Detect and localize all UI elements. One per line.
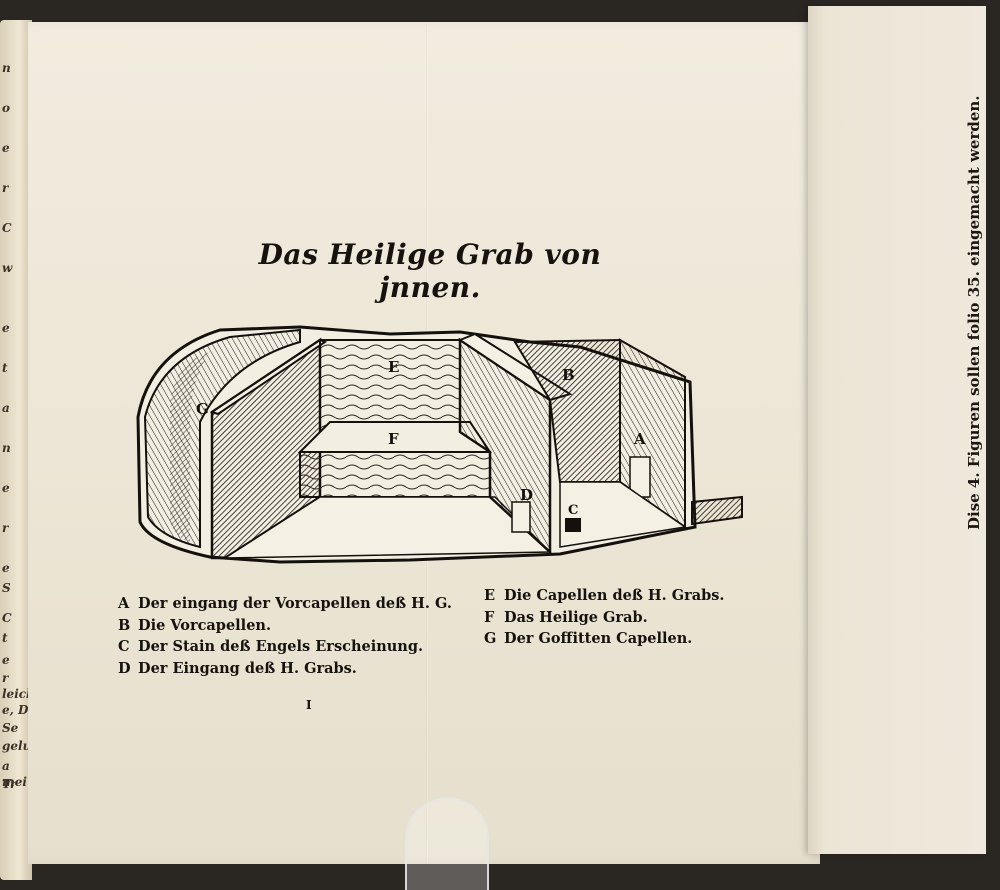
- left-margin-text: leiche: [2, 687, 32, 701]
- figure-label-c: C: [568, 503, 578, 518]
- legend-item: F Das Heilige Grab.: [484, 607, 784, 629]
- left-margin-text: Se: [2, 721, 19, 735]
- signature-mark: I: [306, 698, 312, 712]
- figure-label-f: F: [388, 430, 399, 448]
- left-page-edge: n o e r C w e t a n e r e S C t e r leic…: [0, 20, 32, 880]
- legend-text: Das Heilige Grab.: [504, 608, 648, 626]
- left-margin-text: gelucht: [2, 739, 32, 753]
- legend-letter: F: [484, 608, 495, 626]
- left-margin-text: n: [2, 441, 11, 455]
- legend-letter: G: [484, 630, 497, 647]
- left-margin-text: n: [2, 61, 11, 75]
- legend-left: A Der eingang der Vorcapellen deß H. G. B…: [118, 593, 478, 679]
- left-margin-text: e: [2, 141, 10, 155]
- flap-note-text: Dise 4. Figuren sollen folio 35. eingema…: [965, 95, 983, 530]
- left-margin-text: Tr: [2, 777, 17, 791]
- legend-text: Die Vorcapellen.: [138, 616, 272, 634]
- legend-right: E Die Capellen deß H. Grabs. F Das Heilige…: [484, 585, 784, 650]
- legend-text: Der eingang der Vorcapellen deß H. G.: [138, 595, 452, 612]
- left-margin-text: o: [2, 101, 11, 115]
- legend-item: E Die Capellen deß H. Grabs.: [484, 585, 784, 607]
- figure-label-g: G: [196, 400, 209, 418]
- left-margin-text: C: [2, 611, 12, 625]
- figure-label-b: B: [562, 366, 575, 384]
- legend-item: G Der Goffitten Capellen.: [484, 628, 784, 650]
- legend-item: A Der eingang der Vorcapellen deß H. G.: [118, 593, 478, 615]
- legend-letter: B: [118, 616, 131, 634]
- left-margin-text: a mei: [2, 759, 27, 789]
- left-margin-text: t: [2, 361, 8, 375]
- figure-label-a: A: [633, 430, 646, 448]
- figure-label-e: E: [388, 358, 399, 376]
- legend-letter: E: [484, 587, 496, 604]
- flap-note: Dise 4. Figuren sollen folio 35. eingema…: [945, 95, 983, 532]
- legend-letter: A: [118, 595, 130, 612]
- legend-text: Die Capellen deß H. Grabs.: [504, 587, 725, 604]
- page-title: Das Heilige Grab von jnnen.: [258, 238, 602, 304]
- left-margin-text: r: [2, 671, 9, 685]
- folded-flap: [808, 6, 986, 854]
- left-margin-text: C: [2, 221, 12, 235]
- legend-letter: D: [118, 659, 131, 677]
- holy-sepulchre-woodcut: G E F B A D C: [136, 325, 743, 564]
- left-margin-text: e: [2, 653, 10, 667]
- left-margin-text: a: [2, 401, 10, 415]
- left-margin-text: S: [2, 581, 11, 595]
- legend-text: Der Stain deß Engels Erscheinung.: [138, 638, 424, 655]
- left-margin-text: w: [2, 261, 13, 275]
- left-margin-text: r: [2, 181, 9, 195]
- legend-item: B Die Vorcapellen.: [118, 615, 478, 637]
- left-margin-text: e: [2, 481, 10, 495]
- left-margin-text: r: [2, 521, 9, 535]
- figure-label-d: D: [520, 486, 533, 504]
- left-margin-text: e, D: [2, 703, 29, 717]
- left-margin-text: t: [2, 631, 8, 645]
- left-margin-text: e: [2, 321, 10, 335]
- legend-item: C Der Stain deß Engels Erscheinung.: [118, 636, 478, 658]
- legend-text: Der Eingang deß H. Grabs.: [138, 659, 357, 677]
- legend-text: Der Goffitten Capellen.: [504, 630, 693, 647]
- legend-item: D Der Eingang deß H. Grabs.: [118, 658, 478, 680]
- left-margin-text: e: [2, 561, 10, 575]
- book-clip: [405, 798, 489, 890]
- legend-letter: C: [118, 638, 130, 655]
